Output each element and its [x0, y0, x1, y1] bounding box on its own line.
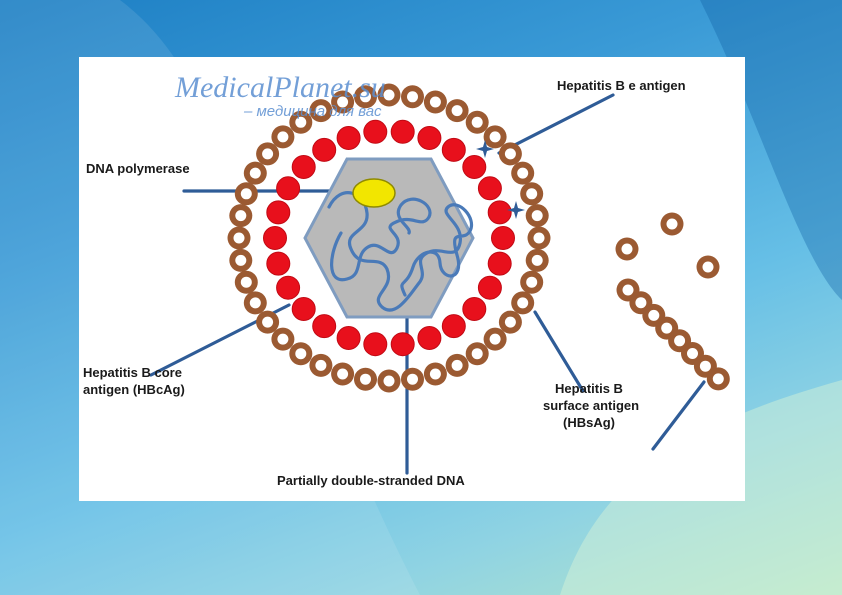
- surface-antigen-particle: [446, 354, 469, 377]
- watermark-tagline: – медицина для вас: [244, 103, 382, 120]
- surface-antigen-particle: [378, 370, 401, 393]
- dna-polymerase-ellipse: [353, 179, 395, 207]
- surface-antigen-particle: [244, 162, 267, 185]
- surface-antigen-particle: [235, 182, 258, 205]
- core-antigen-particle: [292, 156, 315, 179]
- core-antigen-particle: [391, 120, 414, 143]
- core-antigen-particle: [463, 156, 486, 179]
- label-dna-polymerase: DNA polymerase: [86, 160, 190, 177]
- free-surface-particles: [616, 213, 730, 391]
- surface-antigen-particle: [289, 342, 312, 365]
- core-antigen-particle: [337, 127, 360, 150]
- label-core-antigen-line2: antigen (HBcAg): [83, 381, 185, 398]
- surface-antigen-particle: [229, 249, 252, 272]
- core-antigen-particle: [267, 252, 290, 275]
- diagram-panel: MedicalPlanet.su – медицина для вас Hepa…: [79, 57, 745, 501]
- core-antigen-particle: [337, 327, 360, 350]
- core-antigen-particle: [391, 333, 414, 356]
- core-antigen-particle: [442, 138, 465, 161]
- surface-antigen-particle: [228, 227, 251, 250]
- label-surface-antigen-line2: surface antigen: [543, 397, 635, 414]
- surface-antigen-particle: [256, 142, 279, 165]
- surface-antigen-particle: [244, 291, 267, 314]
- core-antigen-particle: [488, 201, 511, 224]
- surface-antigen-particle: [511, 291, 534, 314]
- surface-antigen-particle: [466, 111, 489, 134]
- surface-antigen-particle: [707, 367, 730, 390]
- surface-antigen-particle: [309, 354, 332, 377]
- core-antigen-particle: [277, 177, 300, 200]
- surface-antigen-particle: [271, 328, 294, 351]
- surface-antigen-particle: [484, 125, 507, 148]
- core-antigen-particle: [264, 227, 287, 250]
- surface-antigen-particle: [499, 142, 522, 165]
- surface-antigen-particle: [499, 311, 522, 334]
- core-antigen-particle: [292, 298, 315, 321]
- label-e-antigen: Hepatitis B e antigen: [557, 77, 686, 94]
- core-antigen-particle: [267, 201, 290, 224]
- surface-antigen-particle: [256, 311, 279, 334]
- core-antigen-particle: [418, 327, 441, 350]
- core-antigen-particle: [418, 127, 441, 150]
- surface-antigen-particle: [616, 238, 639, 261]
- surface-antigen-particle: [520, 271, 543, 294]
- label-core-antigen-line1: Hepatitis B core: [83, 364, 185, 381]
- surface-antigen-particle: [697, 256, 720, 279]
- core-antigen-particle: [463, 298, 486, 321]
- core-antigen-particle: [313, 138, 336, 161]
- surface-antigen-particle: [528, 227, 551, 250]
- watermark-brand: MedicalPlanet.su: [175, 71, 386, 105]
- core-antigen-particle: [364, 120, 387, 143]
- surface-antigen-particle: [424, 91, 447, 114]
- surface-antigen-particle: [466, 342, 489, 365]
- core-antigen-particle: [277, 276, 300, 299]
- surface-antigen-particle: [520, 182, 543, 205]
- label-surface-antigen-line1: Hepatitis B: [543, 380, 635, 397]
- surface-antigen-particle: [354, 368, 377, 391]
- core-antigen-particle: [488, 252, 511, 275]
- core-antigen-particle: [442, 315, 465, 338]
- surface-antigen-particle: [331, 363, 354, 386]
- core-antigen-particle: [478, 177, 501, 200]
- surface-antigen-particle: [271, 125, 294, 148]
- surface-antigen-particle: [526, 249, 549, 272]
- surface-antigen-particle: [511, 162, 534, 185]
- core-antigen-particle: [364, 333, 387, 356]
- surface-antigen-particle: [229, 204, 252, 227]
- core-antigen-particle: [492, 227, 515, 250]
- surface-antigen-particle: [424, 363, 447, 386]
- surface-antigen-particle: [401, 368, 424, 391]
- surface-antigen-particle: [526, 204, 549, 227]
- core-antigen-particle: [313, 315, 336, 338]
- label-dna: Partially double-stranded DNA: [277, 472, 465, 489]
- label-surface-antigen-line3: (HBsAg): [543, 414, 635, 431]
- surface-antigen-particle: [446, 99, 469, 122]
- surface-antigen-particle: [661, 213, 684, 236]
- surface-antigen-particle: [484, 328, 507, 351]
- surface-antigen-particle: [401, 85, 424, 108]
- pointer-line: [653, 382, 704, 449]
- surface-antigen-particle: [235, 271, 258, 294]
- label-surface-antigen: Hepatitis B surface antigen (HBsAg): [543, 380, 635, 431]
- virion-diagram: [79, 57, 745, 501]
- label-core-antigen: Hepatitis B core antigen (HBcAg): [83, 364, 185, 398]
- core-antigen-particle: [478, 276, 501, 299]
